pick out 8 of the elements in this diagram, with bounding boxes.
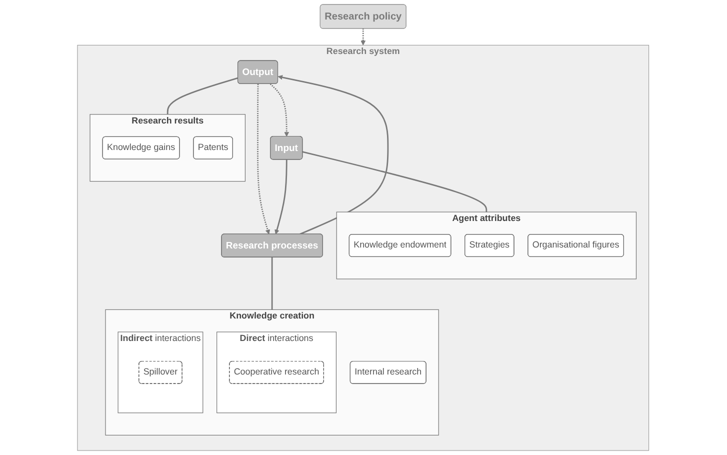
- connector: [167, 77, 238, 114]
- arrow: [270, 83, 290, 137]
- arrow: [274, 160, 288, 234]
- arrow: [361, 28, 366, 46]
- arrow: [257, 84, 270, 234]
- connector: [302, 151, 488, 212]
- arrow: [278, 75, 390, 235]
- connector: [272, 257, 274, 310]
